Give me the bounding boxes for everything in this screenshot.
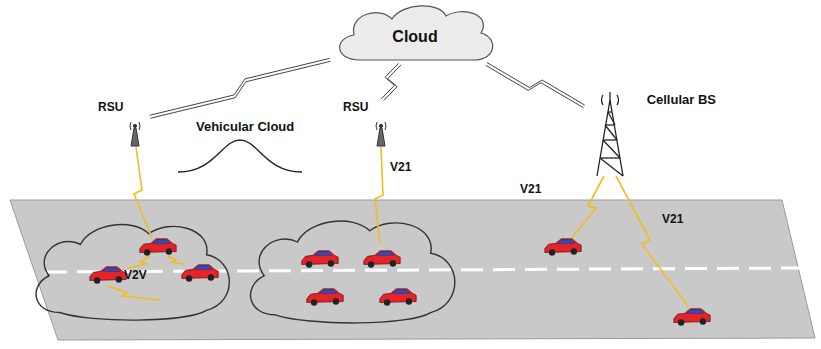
node-label: Cloud xyxy=(392,28,437,46)
node-label: Cellular BS xyxy=(584,92,716,107)
wireless-link xyxy=(108,147,688,306)
rsu-node: RSU xyxy=(343,100,397,150)
node-label: RSU xyxy=(98,100,150,114)
vehicle-cloud xyxy=(251,221,455,323)
rsu-antenna xyxy=(376,122,386,146)
backhaul-link xyxy=(486,63,585,108)
group-label: Vehicular Cloud xyxy=(196,119,294,134)
link-label: V21 xyxy=(520,182,541,196)
cloud-node: Cloud xyxy=(330,2,500,64)
backhaul-link xyxy=(381,63,401,100)
cell-tower xyxy=(597,92,623,176)
vehicular-cloud-curve xyxy=(178,140,302,172)
road xyxy=(10,200,815,340)
backhaul-link xyxy=(150,58,331,118)
vehicle xyxy=(90,239,710,326)
lane-divider xyxy=(45,268,800,272)
rsu-antenna xyxy=(130,122,140,146)
link-label: V2V xyxy=(124,268,147,282)
node-label: RSU xyxy=(343,100,397,114)
rsu-node: RSU xyxy=(98,100,150,150)
link-label: V21 xyxy=(390,160,411,174)
link-label: V21 xyxy=(662,212,683,226)
vehicle-cloud xyxy=(36,225,229,321)
base-station-node: Cellular BS xyxy=(584,92,716,178)
